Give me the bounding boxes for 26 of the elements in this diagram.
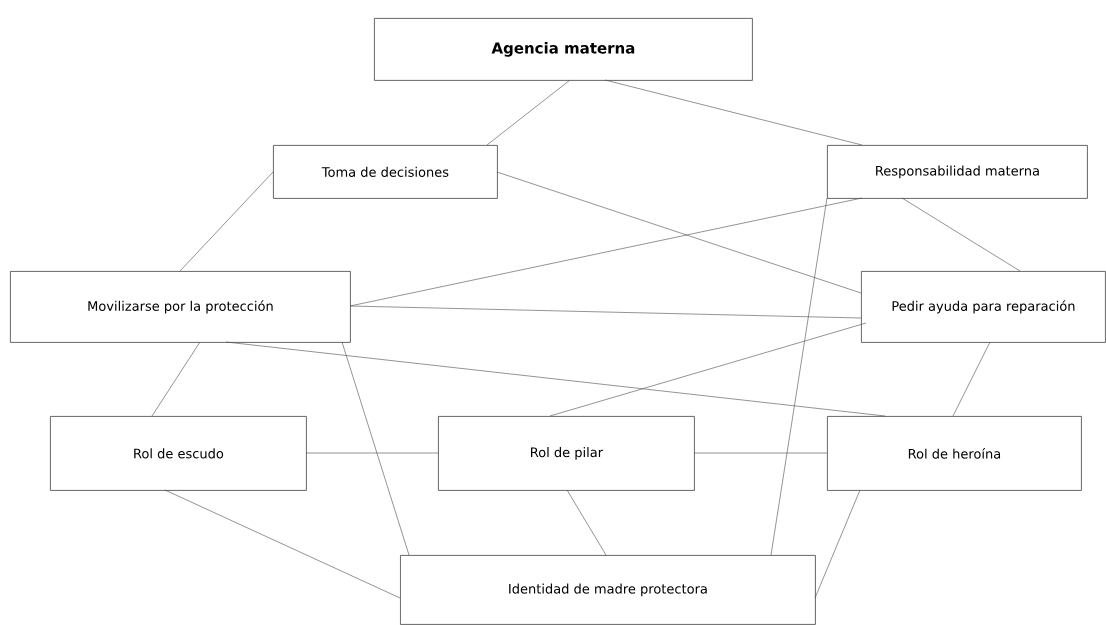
connector-line (549, 322, 867, 417)
connector-line (225, 341, 886, 417)
concept-box: Agencia materna (374, 18, 753, 81)
connector-line (901, 197, 1021, 272)
concept-box: Rol de pilar (438, 416, 695, 491)
connector-line (349, 305, 862, 319)
connector-line (604, 79, 863, 146)
connector-line (305, 452, 439, 454)
connector-line (179, 171, 274, 272)
concept-box: Toma de decisiones (273, 145, 498, 199)
connector-line (952, 341, 991, 417)
concept-box: Identidad de madre protectora (400, 555, 816, 625)
connector-line (151, 341, 201, 417)
connector-line (341, 341, 410, 556)
connector-line (486, 79, 571, 146)
concept-box: Rol de escudo (50, 416, 307, 491)
concept-box: Pedir ayuda para reparación (861, 271, 1106, 343)
connector-line (814, 489, 861, 599)
concept-box: Movilizarse por la protección (10, 271, 351, 343)
connector-line (164, 489, 401, 599)
concept-box: Responsabilidad materna (827, 145, 1088, 199)
connector-line (566, 489, 607, 556)
connector-line (496, 171, 862, 294)
concept-box: Rol de heroína (827, 416, 1082, 491)
connector-line (770, 197, 828, 556)
connector-line (693, 452, 828, 454)
